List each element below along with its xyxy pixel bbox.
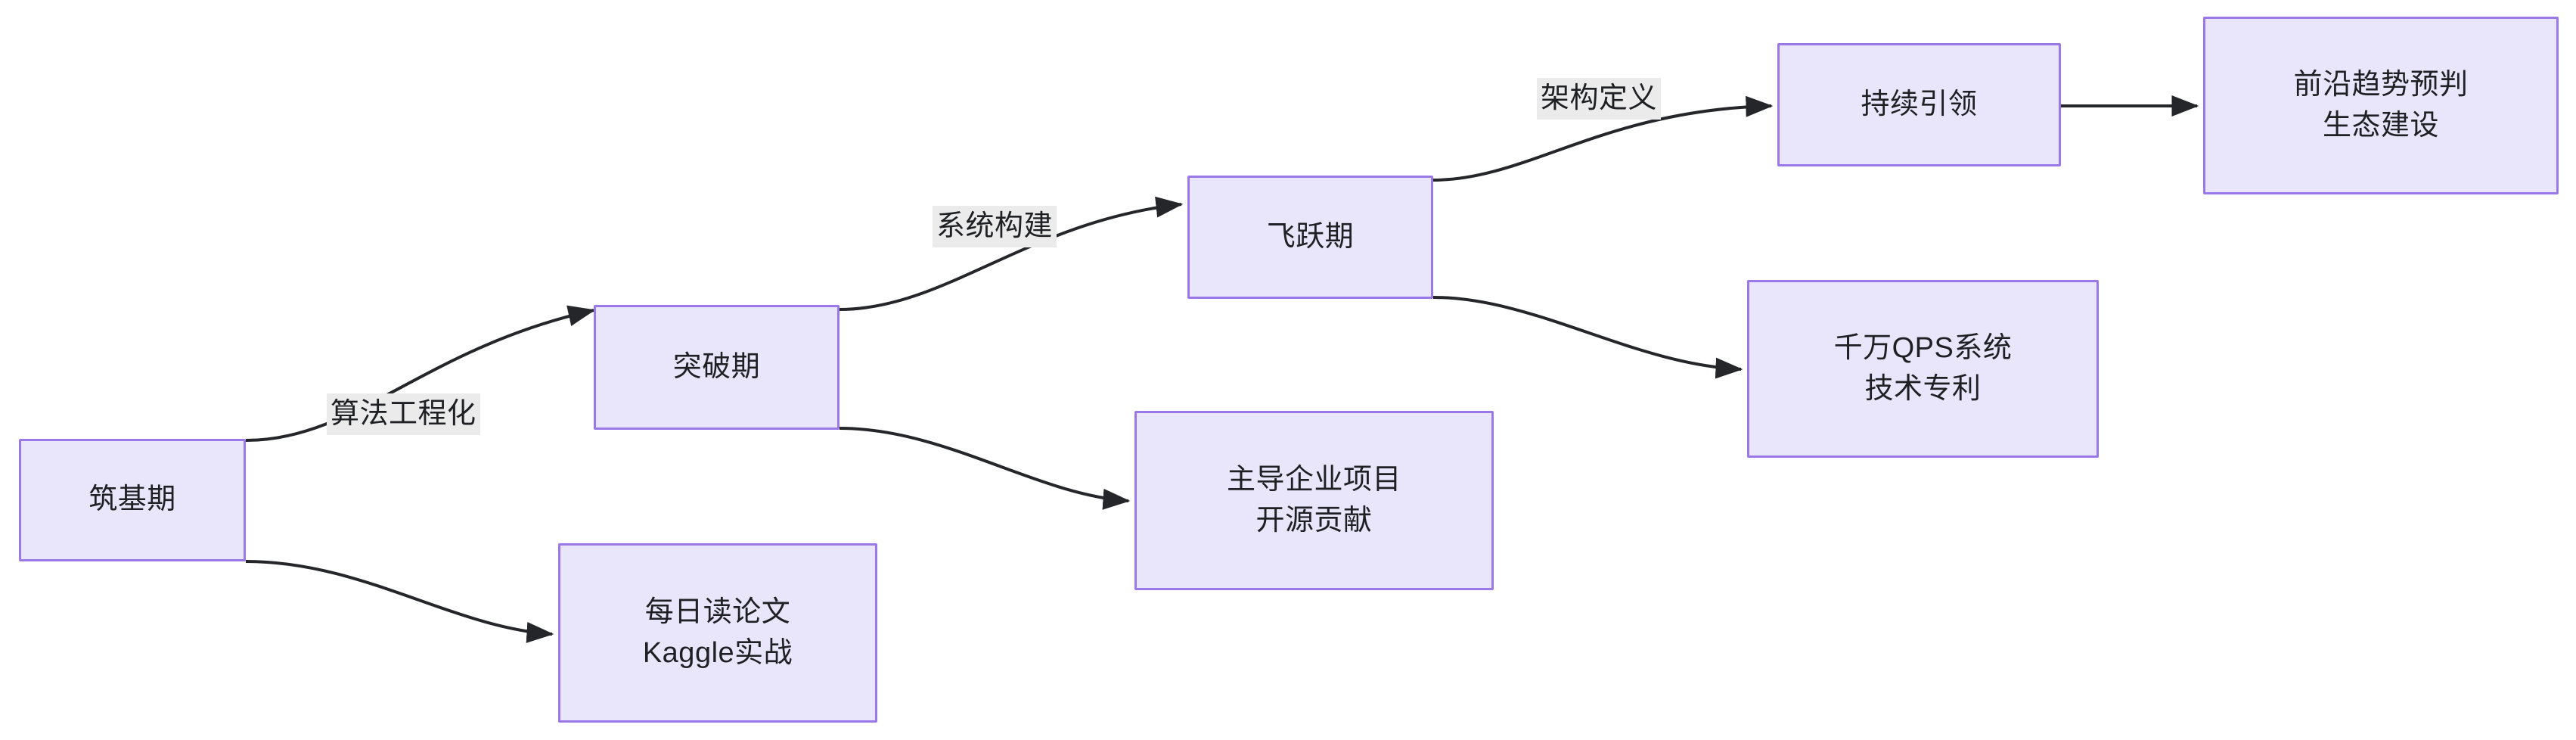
edge-leap-to-qps-system xyxy=(1432,296,1743,379)
node-enterprise-projects[interactable]: 主导企业项目开源贡献 xyxy=(1134,411,1494,590)
edge-foundation-to-daily-practice xyxy=(245,560,554,643)
node-breakthrough[interactable]: 突破期 xyxy=(594,305,840,430)
node-foundation[interactable]: 筑基期 xyxy=(19,439,246,561)
edge-breakthrough-to-enterprise-projects xyxy=(839,427,1131,510)
node-breakthrough-line-0: 突破期 xyxy=(672,350,761,383)
node-daily-practice[interactable]: 每日读论文 Kaggle实战 xyxy=(558,543,877,723)
node-enterprise-projects-line-0: 主导企业项目 xyxy=(1226,463,1401,496)
node-leap[interactable]: 飞跃期 xyxy=(1187,176,1433,299)
node-leap-line-0: 飞跃期 xyxy=(1266,220,1355,253)
node-qps-system-line-1: 技术专利 xyxy=(1864,372,1982,405)
node-qps-system-line-0: 千万QPS系统 xyxy=(1833,331,2013,364)
node-daily-practice-line-1: Kaggle实战 xyxy=(642,636,793,669)
node-frontier-trend-line-0: 前沿趋势预判 xyxy=(2293,68,2469,101)
node-foundation-line-0: 筑基期 xyxy=(88,483,176,516)
edge-label-e1: 算法工程化 xyxy=(327,393,480,435)
node-continuous-lead-line-0: 持续引领 xyxy=(1861,88,1978,120)
edge-label-e3: 系统构建 xyxy=(933,206,1057,247)
node-daily-practice-line-0: 每日读论文 xyxy=(644,595,791,628)
node-frontier-trend[interactable]: 前沿趋势预判生态建设 xyxy=(2203,17,2559,194)
node-frontier-trend-line-1: 生态建设 xyxy=(2322,109,2439,141)
node-continuous-lead[interactable]: 持续引领 xyxy=(1777,43,2061,166)
node-enterprise-projects-line-1: 开源贡献 xyxy=(1255,504,1373,536)
edge-label-e5: 架构定义 xyxy=(1537,78,1662,120)
node-qps-system[interactable]: 千万QPS系统技术专利 xyxy=(1747,280,2099,458)
